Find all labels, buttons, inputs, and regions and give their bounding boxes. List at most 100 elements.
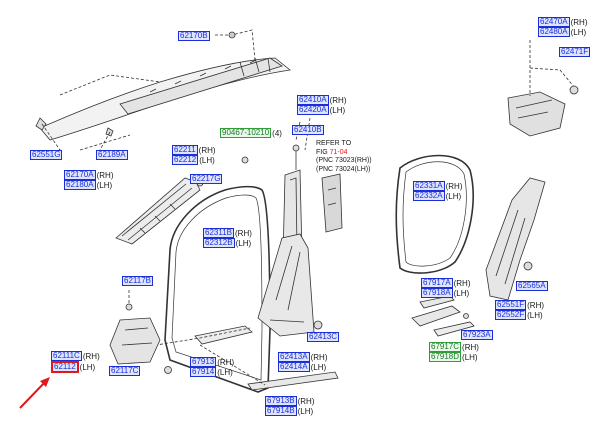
callout-62414a[interactable]: 62414A (LH) [278,362,327,372]
part-number-62413a[interactable]: 62413A [278,352,310,362]
part-number-67913b[interactable]: 67913B [265,396,297,406]
callout-group-62311b: 62311B (RH) 62312B (LH) [203,228,252,248]
part-number-62170b[interactable]: 62170B [178,31,210,41]
callout-62565a[interactable]: 62565A [516,281,548,291]
part-number-67913[interactable]: 67913 [190,357,217,367]
callout-62170a[interactable]: 62170A (RH) [64,170,113,180]
callout-62420a[interactable]: 62420A (LH) [297,105,346,115]
callout-62413a[interactable]: 62413A (RH) [278,352,327,362]
side-suffix: (LH) [462,352,478,362]
part-number-62217g[interactable]: 62217G [190,174,223,184]
part-number-62212[interactable]: 62212 [172,155,199,165]
rear-scuff-plate-part [247,371,339,391]
part-number-62551f[interactable]: 62551F [495,300,527,310]
side-suffix: (LH) [235,238,252,248]
callout-62471f[interactable]: 62471F [559,47,591,57]
part-number-62117c[interactable]: 62117C [109,366,141,376]
callout-67918d[interactable]: 67918D (LH) [429,352,479,362]
callout-62410b[interactable]: 62410B [292,125,324,135]
callout-90467-10210[interactable]: 90467-10210 (4) [220,128,282,138]
part-number-67918a[interactable]: 67918A [421,288,453,298]
part-number-62471f[interactable]: 62471F [559,47,591,57]
side-suffix: (RH) [453,278,471,288]
part-number-62331a[interactable]: 62331A [413,181,445,191]
side-suffix: (RH) [82,351,100,361]
callout-62332a[interactable]: 62332A (LH) [413,191,462,201]
part-number-62180a[interactable]: 62180A [64,180,96,190]
part-number-62170a[interactable]: 62170A [64,170,96,180]
callout-62211[interactable]: 62211 (RH) [172,145,216,155]
part-number-62410a[interactable]: 62410A [297,95,329,105]
callout-62470a[interactable]: 62470A (RH) [538,17,587,27]
part-number-62414a[interactable]: 62414A [278,362,310,372]
callout-67913b[interactable]: 67913B (RH) [265,396,314,406]
side-suffix: (LH) [297,406,314,416]
side-suffix: (LH) [329,105,346,115]
part-number-62111c[interactable]: 62111C [51,351,82,361]
callout-62180a[interactable]: 62180A (LH) [64,180,113,190]
side-suffix: (RH) [570,17,588,27]
part-number-62410b[interactable]: 62410B [292,125,324,135]
callout-67918a[interactable]: 67918A (LH) [421,288,470,298]
callout-group-62551f: 62551F (RH) 62552F (LH) [495,300,544,320]
side-suffix: (LH) [199,155,215,165]
callout-62311b[interactable]: 62311B (RH) [203,228,252,238]
callout-62552f[interactable]: 62552F (LH) [495,310,544,320]
center-pillar-lower-garnish-part [257,233,315,337]
callout-62413c[interactable]: 62413C [307,332,340,342]
callout-67917c[interactable]: 67917C (RH) [429,342,479,352]
part-number-62480a[interactable]: 62480A [538,27,570,37]
callout-62212[interactable]: 62212 (LH) [172,155,216,165]
callout-67917a[interactable]: 67917A (RH) [421,278,470,288]
figure-reference-link[interactable]: 71-04 [329,148,348,156]
callout-62117b[interactable]: 62117B [122,276,153,286]
callout-62551f[interactable]: 62551F (RH) [495,300,544,310]
refer-note-line4: (PNC 73024(LH)) [316,165,371,173]
part-number-62332a[interactable]: 62332A [413,191,445,201]
callout-62312b[interactable]: 62312B (LH) [203,238,252,248]
part-number-62552f[interactable]: 62552F [495,310,527,320]
part-number-62420a[interactable]: 62420A [297,105,329,115]
callout-62111c[interactable]: 62111C (RH) [51,351,100,361]
callout-group-67913: 67913 (RH) 67914 (LH) [190,357,234,377]
part-number-62189a[interactable]: 62189A [96,150,128,160]
part-number-62311b[interactable]: 62311B [203,228,234,238]
callout-62117c[interactable]: 62117C [109,366,141,376]
quarter-upper-trim-part [507,40,576,137]
part-number-62117b[interactable]: 62117B [122,276,153,286]
part-number-67914b[interactable]: 67914B [265,406,297,416]
part-number-62551g[interactable]: 62551G [30,150,63,160]
side-suffix: (RH) [297,396,315,406]
part-number-62112-highlighted[interactable]: 62112 [51,361,79,373]
part-number-67917c[interactable]: 67917C [429,342,462,352]
part-number-90467-10210[interactable]: 90467-10210 [220,128,272,138]
part-number-67917a[interactable]: 67917A [421,278,453,288]
part-number-62211[interactable]: 62211 [172,145,198,155]
callout-group-62111c: 62111C (RH) 62112 (LH) [51,351,100,373]
part-number-62312b[interactable]: 62312B [203,238,235,248]
callout-67914[interactable]: 67914 (LH) [190,367,234,377]
part-number-62413c[interactable]: 62413C [307,332,340,342]
callout-62480a[interactable]: 62480A (LH) [538,27,587,37]
callout-62189a[interactable]: 62189A [96,150,128,160]
part-number-67918d[interactable]: 67918D [429,352,462,362]
callout-67913[interactable]: 67913 (RH) [190,357,234,367]
callout-67923a[interactable]: 67923A [461,330,493,340]
part-number-62565a[interactable]: 62565A [516,281,548,291]
callout-62170b[interactable]: 62170B [178,31,210,41]
callout-62217g[interactable]: 62217G [190,174,223,184]
callout-62112[interactable]: 62112 (LH) [51,361,100,373]
part-number-67914[interactable]: 67914 [190,367,217,377]
callout-62331a[interactable]: 62331A (RH) [413,181,462,191]
callout-67914b[interactable]: 67914B (LH) [265,406,314,416]
side-suffix: (LH) [79,362,96,372]
part-number-62470a[interactable]: 62470A [538,17,570,27]
callout-62551g[interactable]: 62551G [30,150,63,160]
callout-group-67917c: 67917C (RH) 67918D (LH) [429,342,479,362]
side-suffix: (RH) [527,300,545,310]
part-number-67923a[interactable]: 67923A [461,330,493,340]
callout-62410a[interactable]: 62410A (RH) [297,95,346,105]
cowl-side-trim-part [109,317,161,365]
